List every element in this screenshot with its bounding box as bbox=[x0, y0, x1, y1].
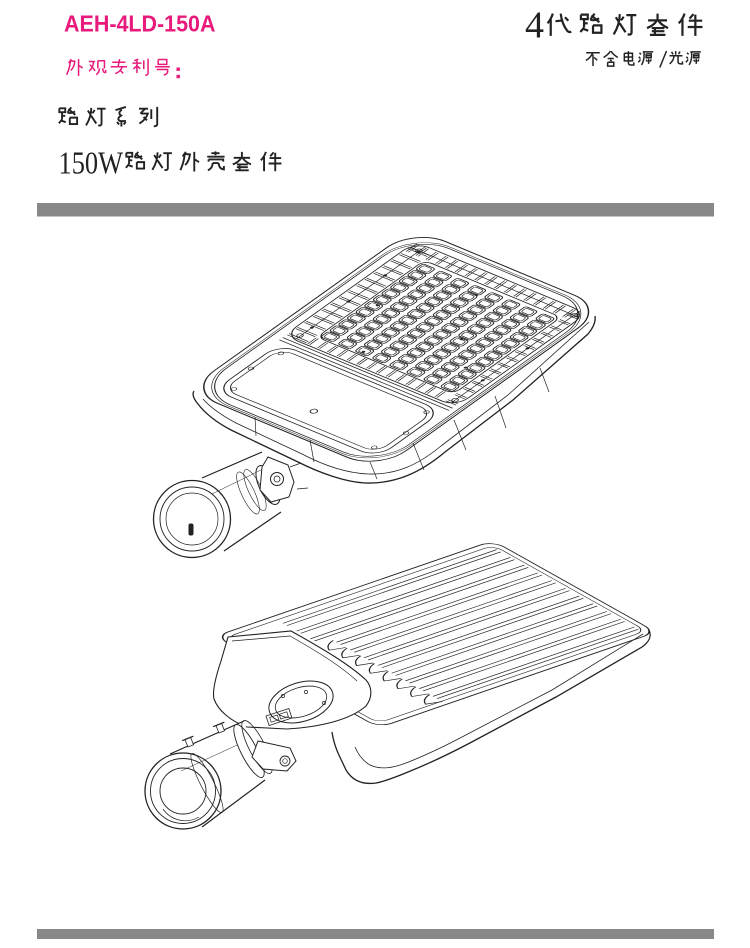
svg-text:4: 4 bbox=[525, 5, 544, 47]
svg-text:AEH-4LD-150A: AEH-4LD-150A bbox=[64, 11, 216, 37]
svg-text:150W: 150W bbox=[59, 145, 124, 181]
